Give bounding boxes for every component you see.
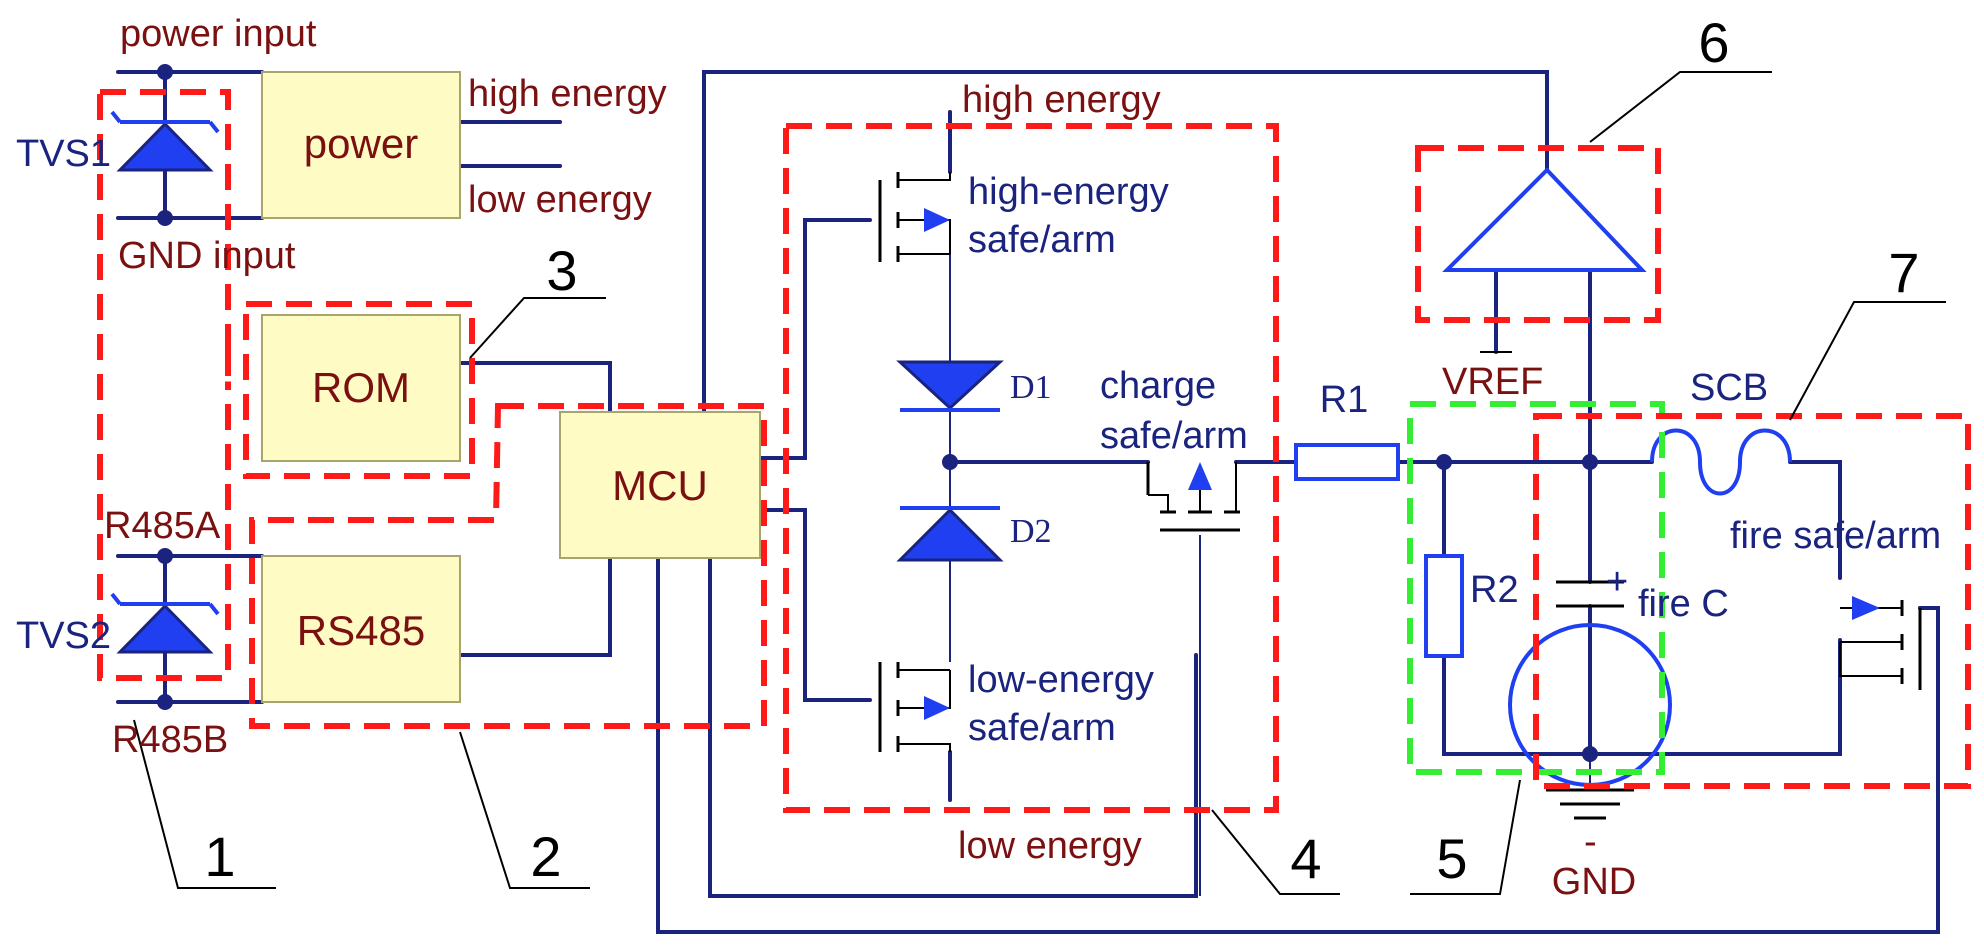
- low-energy-sa-label-1: low-energy: [968, 659, 1154, 701]
- labels: power input GND input TVS1 TVS2 R485A R4…: [16, 13, 1941, 903]
- rom-label: ROM: [312, 364, 410, 411]
- scb-element: [1650, 428, 1792, 496]
- callout-3: 3: [546, 239, 577, 302]
- low-energy-rail-label: low energy: [958, 825, 1142, 867]
- diode-d2: [896, 506, 1004, 562]
- rs485-block: [261, 555, 461, 703]
- region-2-outline: [249, 403, 767, 729]
- power-low-energy-label: low energy: [468, 179, 652, 221]
- high-energy-sa-label-1: high-energy: [968, 171, 1169, 213]
- diode-d1: [896, 360, 1004, 412]
- fire-mosfet: [1839, 596, 1922, 690]
- gnd-minus-label: -: [1584, 821, 1597, 863]
- callout-numbers: 1 2 3 4 5 6 7: [204, 11, 1919, 890]
- callout-4: 4: [1290, 827, 1321, 890]
- tvs1-label: TVS1: [16, 133, 111, 175]
- tvs2-label: TVS2: [16, 615, 111, 657]
- region-7-outline: [1533, 413, 1971, 789]
- d2-label: D2: [1010, 513, 1052, 550]
- r1-label: R1: [1320, 379, 1369, 421]
- region-4-outline: [783, 123, 1279, 813]
- r2-label: R2: [1470, 569, 1519, 611]
- tvs1-diode: [110, 110, 220, 172]
- callout-1: 1: [204, 825, 235, 888]
- high-energy-mosfet: [878, 172, 951, 262]
- power-label: power: [304, 120, 418, 167]
- low-energy-sa-label-2: safe/arm: [968, 707, 1116, 749]
- cap-plus-label: +: [1606, 561, 1628, 603]
- wires: [116, 70, 1940, 934]
- power-block: [261, 71, 461, 219]
- d1-label: D1: [1010, 369, 1052, 406]
- callout-2: 2: [530, 825, 561, 888]
- fire-capacitor: [1556, 580, 1624, 608]
- power-input-label: power input: [120, 13, 317, 55]
- low-energy-mosfet: [878, 662, 951, 752]
- fire-c-label: fire C: [1638, 583, 1729, 625]
- callout-6: 6: [1698, 11, 1729, 74]
- rom-block: [261, 314, 461, 462]
- high-energy-sa-label-2: safe/arm: [968, 219, 1116, 261]
- fire-sa-label: fire safe/arm: [1730, 515, 1941, 557]
- vref-amplifier: [1442, 167, 1647, 353]
- power-high-energy-label: high energy: [468, 73, 667, 115]
- gnd-label: GND: [1552, 861, 1636, 903]
- tvs2-diode: [110, 592, 220, 654]
- gnd-input-label: GND input: [118, 235, 296, 277]
- mcu-label: MCU: [612, 462, 708, 509]
- scb-label: SCB: [1690, 367, 1768, 409]
- r485b-label: R485B: [112, 719, 228, 761]
- region-1-outline: [97, 89, 231, 681]
- resistor-r2: [1424, 554, 1464, 658]
- charge-sa-label-1: charge: [1100, 365, 1216, 407]
- r485a-label: R485A: [104, 505, 221, 547]
- gnd-symbol-icon: [1546, 788, 1634, 820]
- callout-7: 7: [1888, 241, 1919, 304]
- callout-5: 5: [1436, 827, 1467, 890]
- charge-sa-label-2: safe/arm: [1100, 415, 1248, 457]
- rs485-label: RS485: [297, 607, 425, 654]
- region-6-outline: [1415, 145, 1661, 323]
- vref-label: VREF: [1442, 361, 1543, 403]
- mcu-block: [559, 411, 761, 559]
- high-energy-rail-label: high energy: [962, 79, 1161, 121]
- blocks: power ROM MCU RS485: [261, 71, 761, 703]
- resistor-r1: [1294, 443, 1400, 481]
- junction-dots: [157, 64, 1598, 762]
- callout-leaders: [133, 71, 1946, 895]
- dashed-regions: [97, 89, 1971, 813]
- charge-mosfet: [1146, 462, 1240, 532]
